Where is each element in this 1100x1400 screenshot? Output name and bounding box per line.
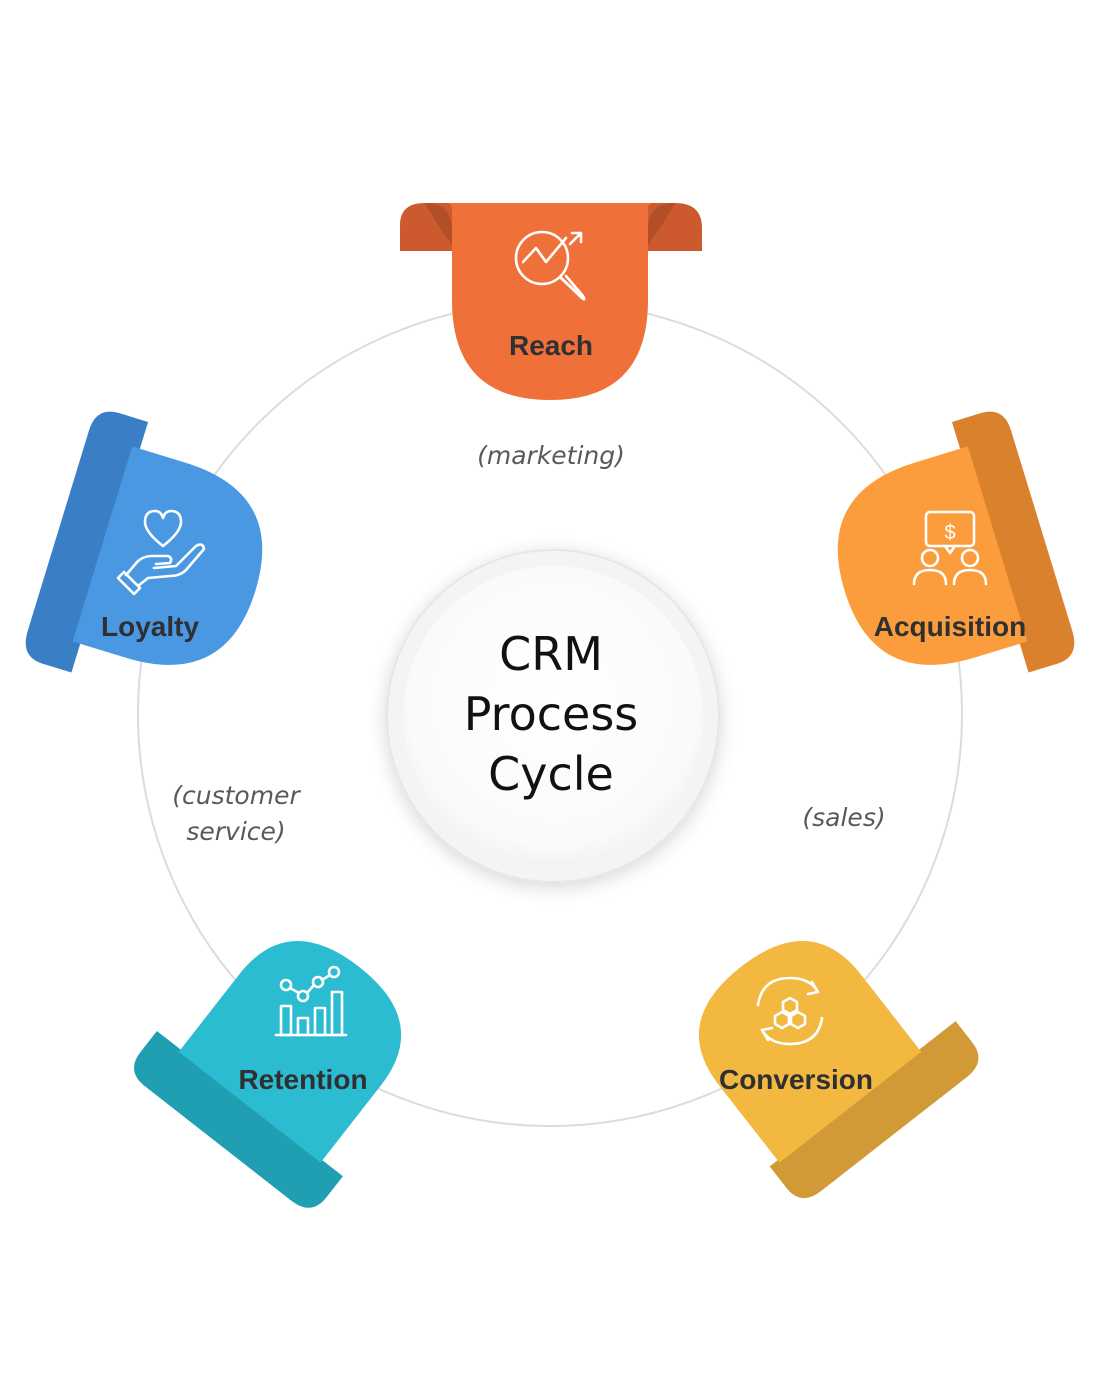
growth-bar-chart-icon: [274, 965, 348, 1037]
retention-fold: [134, 1030, 343, 1208]
center-disc: CRM Process Cycle: [386, 549, 720, 883]
note-customer-service-line-2: service): [186, 817, 285, 846]
loyalty-fold: [25, 411, 149, 673]
stage-retention: Retention: [134, 941, 402, 1208]
customers-money-chat-icon: $: [912, 510, 988, 586]
center-title-line-3: Cycle: [488, 747, 614, 801]
acquisition-banner: [837, 411, 1075, 673]
stage-conversion: Conversion: [698, 941, 979, 1199]
retention-drop: [178, 941, 402, 1163]
reach-drop: [446, 203, 654, 400]
stage-loyalty: Loyalty: [25, 411, 263, 673]
reach-banner: [400, 203, 702, 400]
center-title-line-1: CRM: [499, 627, 603, 681]
conversion-banner: [698, 941, 979, 1199]
retention-label: Retention: [238, 1064, 367, 1095]
acquisition-fold: [951, 411, 1075, 673]
note-marketing: (marketing): [477, 441, 625, 470]
reach-label: Reach: [509, 330, 593, 361]
loyalty-label: Loyalty: [101, 611, 199, 642]
note-sales: (sales): [802, 803, 885, 832]
conversion-drop: [698, 941, 922, 1163]
stage-acquisition: $ Acquisition: [837, 411, 1075, 673]
heart-in-hand-icon: [116, 509, 206, 596]
conversion-cycle-icon: [756, 976, 824, 1046]
conversion-label: Conversion: [719, 1064, 873, 1095]
acquisition-drop: [837, 446, 1028, 665]
svg-text:$: $: [944, 522, 955, 544]
retention-banner: [134, 941, 402, 1208]
acquisition-label: Acquisition: [874, 611, 1026, 642]
center-title-line-2: Process: [464, 687, 639, 741]
conversion-fold: [769, 1021, 979, 1199]
magnifier-growth-chart-icon: [514, 230, 586, 301]
loyalty-banner: [25, 411, 263, 673]
stage-reach: Reach: [400, 203, 702, 400]
note-customer-service-line-1: (customer: [172, 781, 301, 810]
